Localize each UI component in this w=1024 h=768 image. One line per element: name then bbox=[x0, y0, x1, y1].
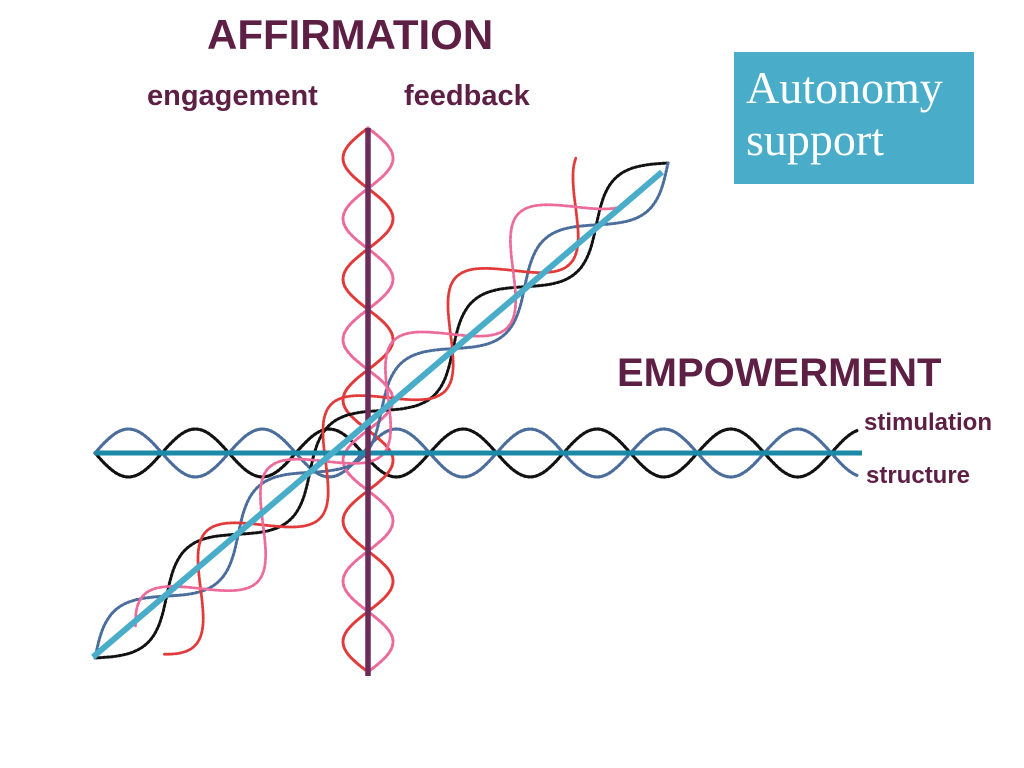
stimulation-label: stimulation bbox=[864, 409, 993, 436]
diagonal-helix-red bbox=[163, 156, 580, 656]
affirmation-title: AFFIRMATION bbox=[207, 11, 494, 58]
feedback-label: feedback bbox=[404, 80, 530, 112]
diagonal-helix-pink bbox=[133, 203, 626, 628]
engagement-label: engagement bbox=[147, 80, 318, 112]
helix-strands bbox=[93, 126, 860, 674]
horizontal-helix-black bbox=[93, 427, 860, 479]
empowerment-title: EMPOWERMENT bbox=[617, 351, 942, 395]
autonomy-box-line-2: support bbox=[746, 113, 884, 165]
vertical-helix-red bbox=[341, 126, 395, 674]
axes bbox=[91, 128, 862, 676]
structure-label: structure bbox=[866, 462, 971, 489]
autonomy-box-line-1: Autonomy bbox=[746, 62, 943, 113]
diagonal-axis-line bbox=[91, 169, 664, 660]
autonomy-support-box: Autonomy support bbox=[734, 52, 974, 184]
horizontal-helix-blue bbox=[93, 427, 860, 479]
